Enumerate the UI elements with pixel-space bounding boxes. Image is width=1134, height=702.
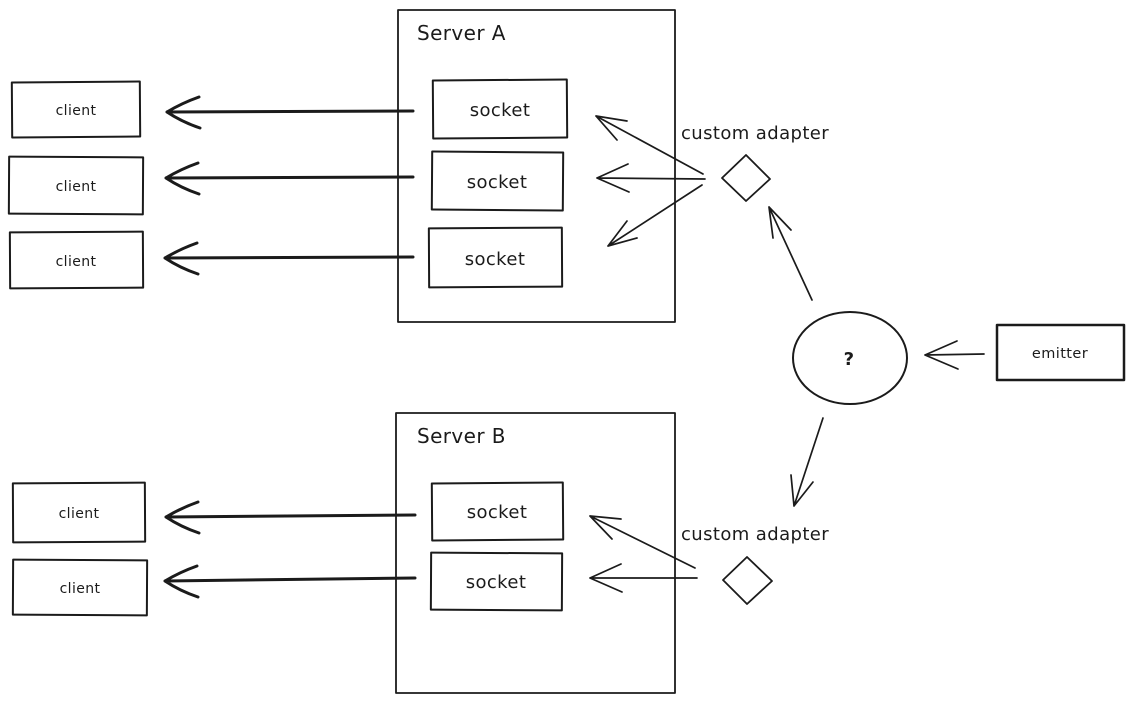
client-box [11,558,149,617]
arrow-adapter-a-to-socket-3 [607,184,703,247]
arrow-socket-b2-to-client-2 [163,564,417,599]
arrow-adapter-a-to-socket-1 [595,115,704,175]
hub-circle [792,311,908,405]
socket-box [430,150,565,212]
client-label: client [56,103,97,119]
adapter-b: custom adapter [681,524,829,605]
server-a: Server A socket socket socket [397,9,676,323]
server-b-box [395,412,676,694]
server-b: Server B socket socket [395,412,676,694]
client-box [10,80,142,139]
hub: ? [792,311,908,405]
socket-label: socket [466,572,527,593]
adapter-a: custom adapter [681,123,829,202]
client-label: client [56,254,97,270]
server-a-box [397,9,676,323]
arrow-hub-to-adapter-a [768,206,813,301]
client-box [8,230,145,290]
socket-label: socket [470,100,531,121]
socket-box [429,551,564,612]
arrow-adapter-b-to-socket-2 [589,563,698,593]
adapter-a-label: custom adapter [681,123,829,144]
client-label: client [60,581,101,597]
arrow-socket-a2-to-client-2 [164,161,415,196]
arrow-socket-a3-to-client-3 [163,241,415,276]
socket-label: socket [467,502,528,523]
arrow-socket-b1-to-client-1 [164,500,417,535]
arrow-socket-a1-to-client-1 [165,95,415,130]
server-b-title: Server B [417,424,506,448]
socket-label: socket [467,172,528,193]
emitter-box [995,323,1126,382]
emitter-label: emitter [1032,346,1088,362]
client-label: client [56,179,97,195]
adapter-b-diamond [722,556,773,605]
socket-box [431,78,569,140]
socket-label: socket [465,249,526,270]
arrows-server-a-to-clients [163,95,415,276]
arrows-server-b-to-clients [163,500,417,599]
adapter-a-diamond [721,154,771,202]
adapter-b-label: custom adapter [681,524,829,545]
arrows-adapter-a-to-sockets [595,115,706,247]
client-label: client [59,506,100,522]
hub-label: ? [844,349,855,370]
emitter: emitter [995,323,1126,382]
client-box [11,481,147,544]
client-box [7,155,145,216]
arrow-adapter-b-to-socket-1 [589,515,696,569]
arrow-emitter-to-hub [924,340,985,370]
server-a-title: Server A [417,21,506,45]
arrow-adapter-a-to-socket-2 [596,163,706,193]
arrow-hub-to-adapter-b [790,417,824,507]
client-group-bottom: client client [11,481,149,617]
socket-box [430,481,565,542]
arrows-adapter-b-to-sockets [589,515,698,593]
client-group-top: client client client [7,80,145,290]
socket-box [427,226,564,289]
